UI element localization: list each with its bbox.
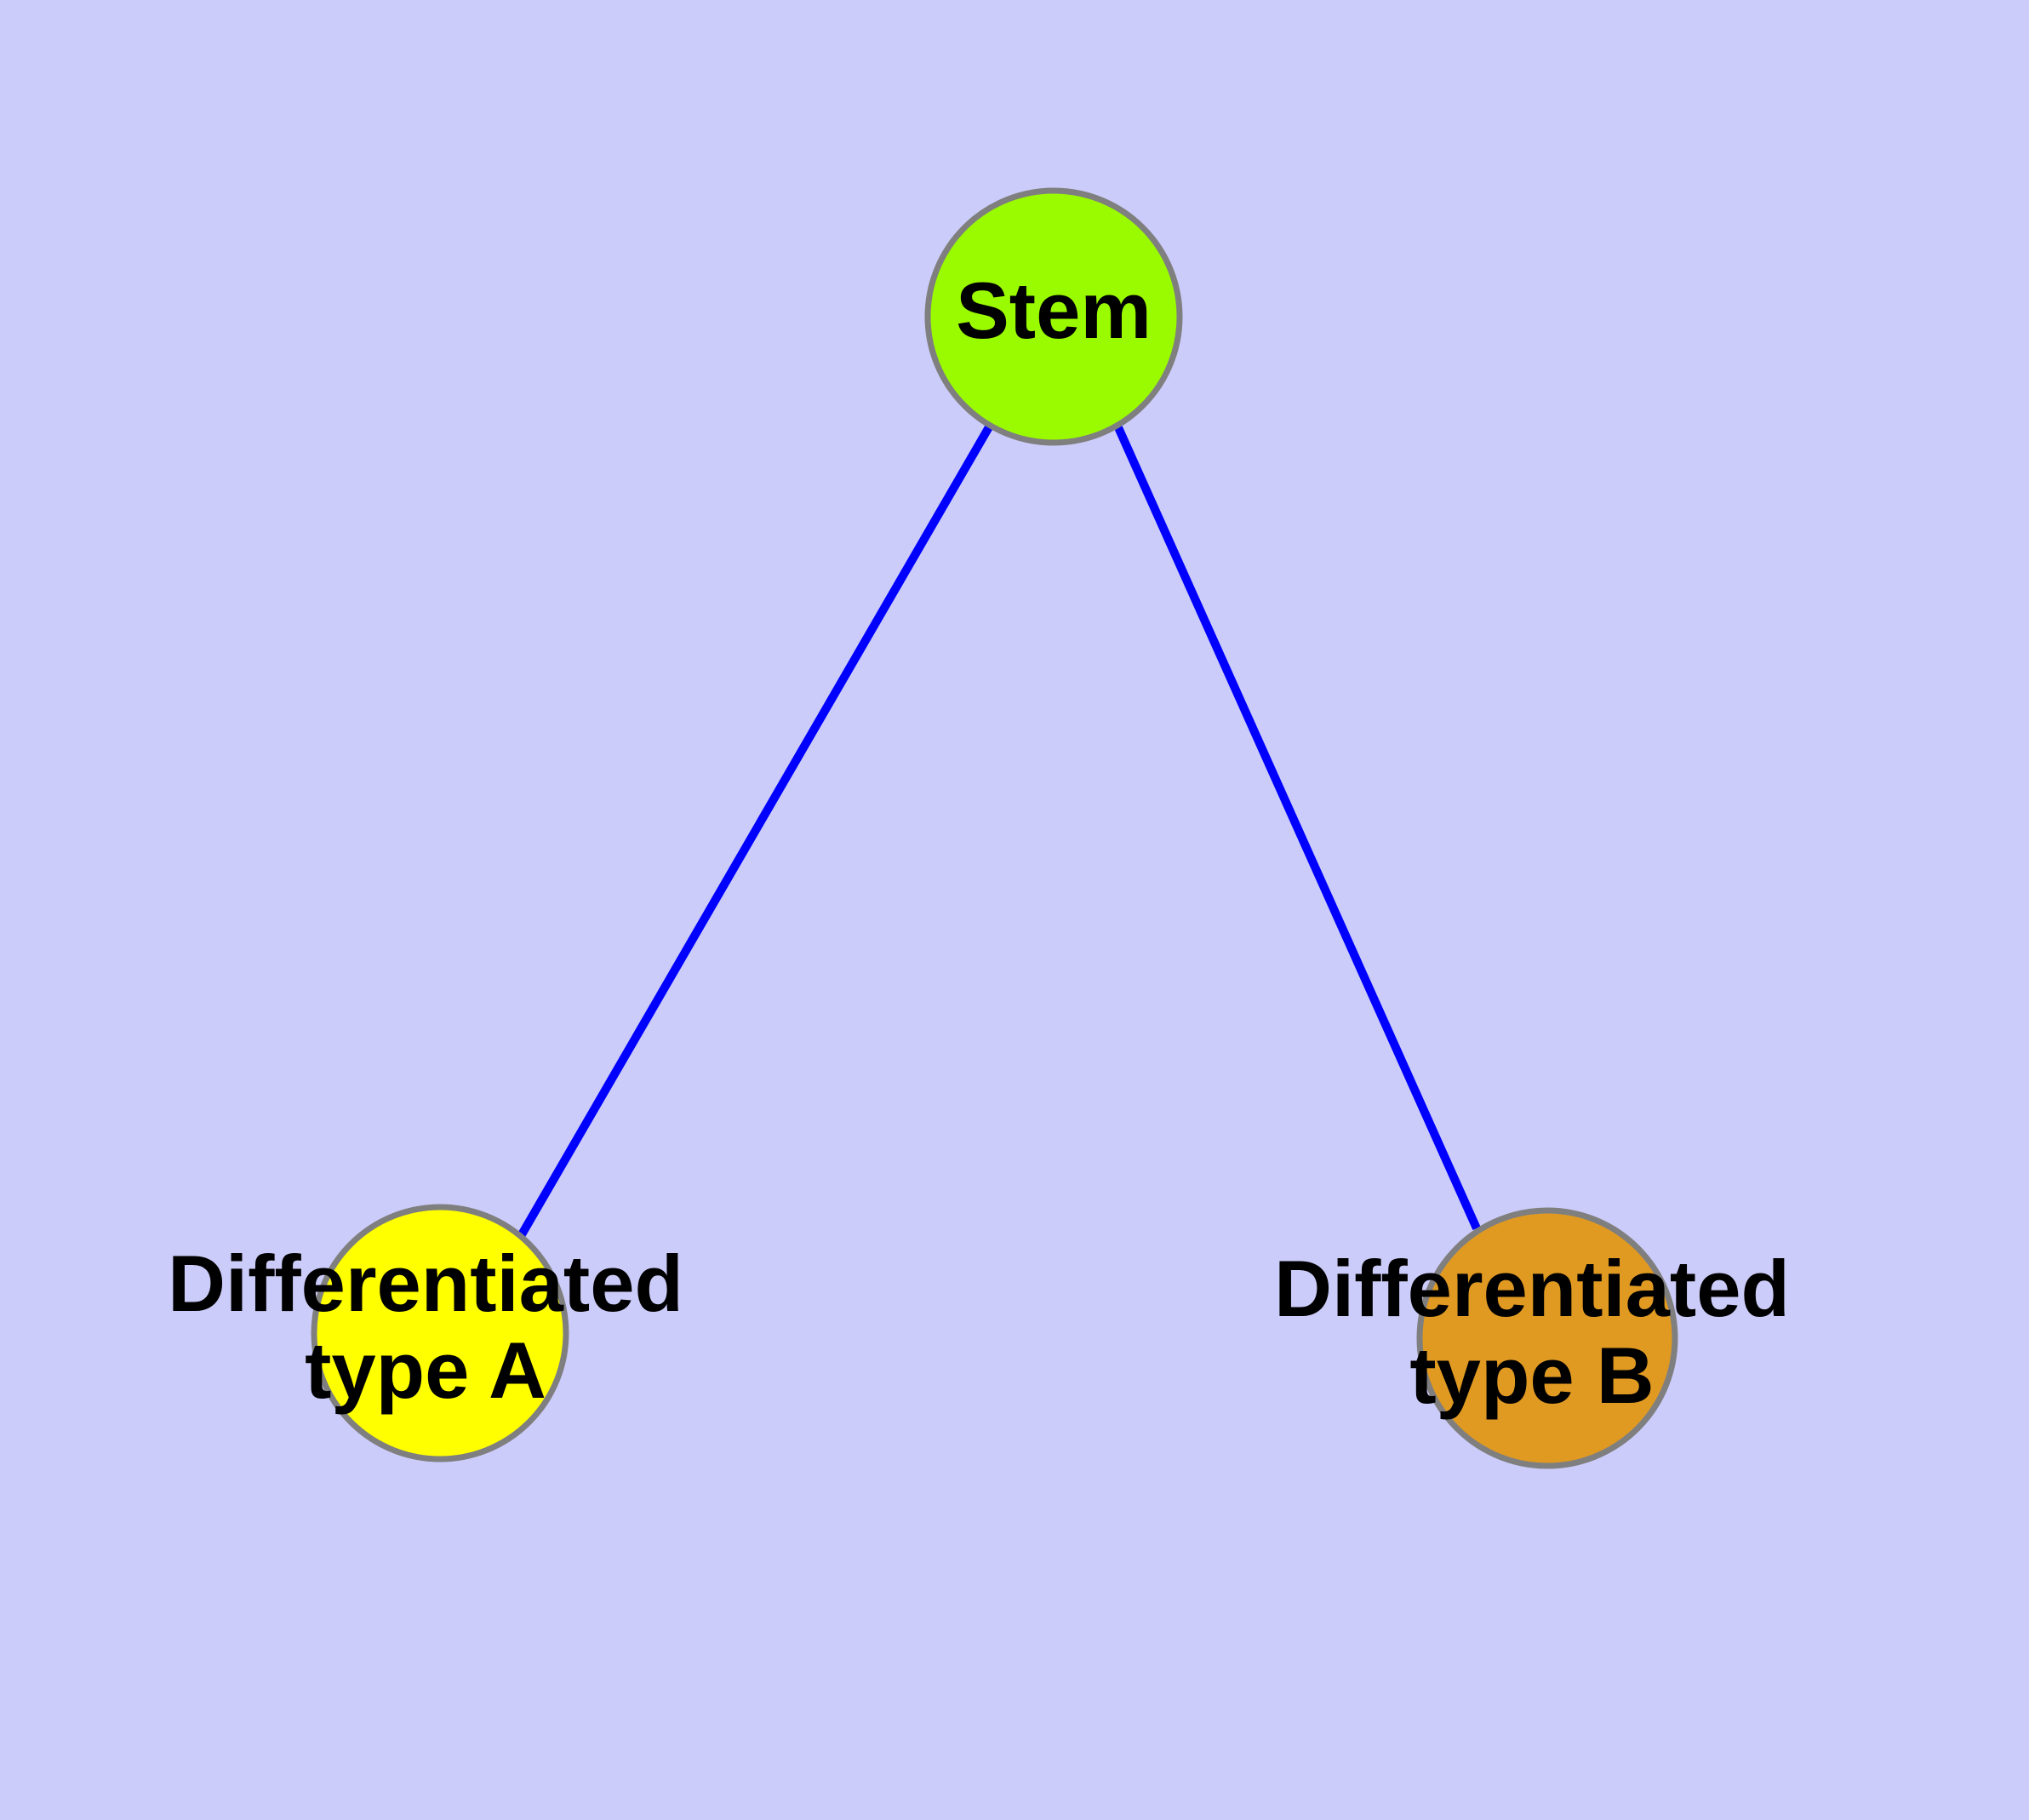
graph-node-diff-a[interactable] <box>311 1204 569 1462</box>
edges-group <box>517 423 1481 1239</box>
graph-node-diff-b[interactable] <box>1416 1207 1678 1469</box>
nodes-group <box>311 187 1678 1469</box>
label-line: Differentiated <box>1274 1244 1790 1333</box>
graph-edge-stem-to-diff-b <box>1113 423 1481 1231</box>
label-line: type A <box>305 1325 546 1415</box>
label-line: Differentiated <box>168 1239 683 1328</box>
graph-node-label-stem: Stem <box>956 266 1152 355</box>
graph-node-stem[interactable] <box>924 187 1183 446</box>
label-line: type B <box>1409 1331 1654 1420</box>
graph-edge-stem-to-diff-a <box>517 423 994 1239</box>
label-line: Stem <box>956 266 1152 355</box>
